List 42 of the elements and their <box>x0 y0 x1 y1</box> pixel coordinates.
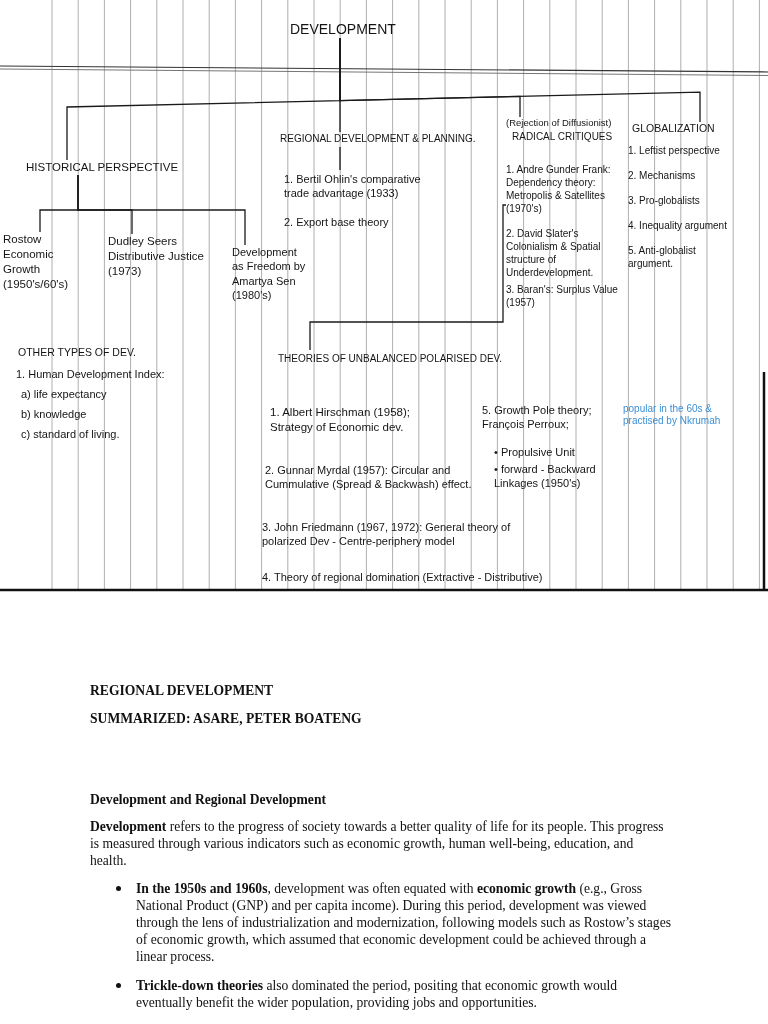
list-item-text: 1. Leftist perspective <box>628 144 720 157</box>
annotation-text: popular in the 60s & practised by Nkrumah <box>623 403 722 427</box>
list-item-text: 2. Export base theory <box>284 215 389 230</box>
connector-line <box>309 204 507 351</box>
subtitle-text: (Rejection of Diffusionist) <box>506 117 612 130</box>
list-item-text: 3. Pro-globalists <box>628 194 700 207</box>
list-item-text: a) life expectancy <box>21 387 107 402</box>
list-item-text: 1. Andre Gunder Frank: Dependency theory: Metropolis & Satellites (1970's) <box>506 163 612 215</box>
connector-line <box>339 37 701 123</box>
list-item-text: b) knowledge <box>21 407 87 422</box>
connector-line <box>77 174 246 246</box>
byline-text: SUMMARIZED: ASARE, PETER BOATENG <box>90 710 362 727</box>
list-item-text: 4. Theory of regional domination (Extractive - Distributive) <box>262 570 543 585</box>
topic-heading: GLOBALIZATION <box>632 122 715 136</box>
list-item-text: 1. Bertil Ohlin's comparative trade advantage (1933) <box>284 172 422 201</box>
section-heading: OTHER TYPES OF DEV. <box>18 346 136 360</box>
note-text: Development as Freedom by Amartya Sen (1980's) <box>232 245 310 303</box>
bullet-text: Trickle-down theories also dominated the period, positing that economic growth would eventually benefit the wider population, providing jobs and opportunities. <box>136 977 619 1011</box>
list-item-text: 4. Inequality argument <box>628 219 727 232</box>
bullet-text: In the 1950s and 1960s, development was often equated with economic growth (e.g., Gross National Product (GNP) and per capita income). During this period, development was viewed through the lens of industrialization and modernization, following models such as Rostow’s stages of economic growth, which assumed that economic development could be achieved through a linear process. <box>136 880 671 965</box>
list-item-text: 5. Growth Pole theory; François Perroux; <box>482 403 593 432</box>
list-item-text: 2. Mechanisms <box>628 169 696 182</box>
section-heading: Development and Regional Development <box>90 791 326 808</box>
list-item-text: 2. David Slater's Colonialism & Spatial structure of Underdevelopment. <box>506 227 602 279</box>
list-item-text: 1. Human Development Index: <box>16 367 165 382</box>
topic-heading: THEORIES OF UNBALANCED POLARISED DEV. <box>278 352 503 365</box>
note-text: Rostow Economic Growth (1950's/60's) <box>3 232 83 292</box>
list-item-text: • forward - Backward Linkages (1950's) <box>494 462 597 491</box>
list-item-text: 5. Anti-globalist argument. <box>628 244 697 270</box>
note-text: Dudley Seers Distributive Justice (1973) <box>108 234 220 279</box>
list-item-text: 2. Gunnar Myrdal (1957): Circular and Cummulative (Spread & Backwash) effect. <box>265 463 473 492</box>
paragraph-text: Development refers to the progress of society towards a better quality of life for its people. This progress is measured through various indicators such as economic growth, human well-being, education, and health. <box>90 818 665 869</box>
topic-heading: REGIONAL DEVELOPMENT & PLANNING. <box>280 132 476 145</box>
topic-heading: DEVELOPMENT <box>290 20 396 39</box>
topic-heading: RADICAL CRITIQUES <box>512 130 613 143</box>
list-item-text: 3. John Friedmann (1967, 1972): General theory of polarized Dev - Centre-periphery model <box>262 520 512 549</box>
list-item-text: 3. Baran's: Surplus Value (1957) <box>506 283 619 309</box>
list-item-text: c) standard of living. <box>21 427 120 442</box>
list-item-text: 1. Albert Hirschman (1958); Strategy of Economic dev. <box>270 405 411 435</box>
topic-heading: HISTORICAL PERSPECTIVE <box>26 160 179 175</box>
document-title: REGIONAL DEVELOPMENT <box>90 682 274 699</box>
list-item-text: • Propulsive Unit <box>494 445 575 460</box>
